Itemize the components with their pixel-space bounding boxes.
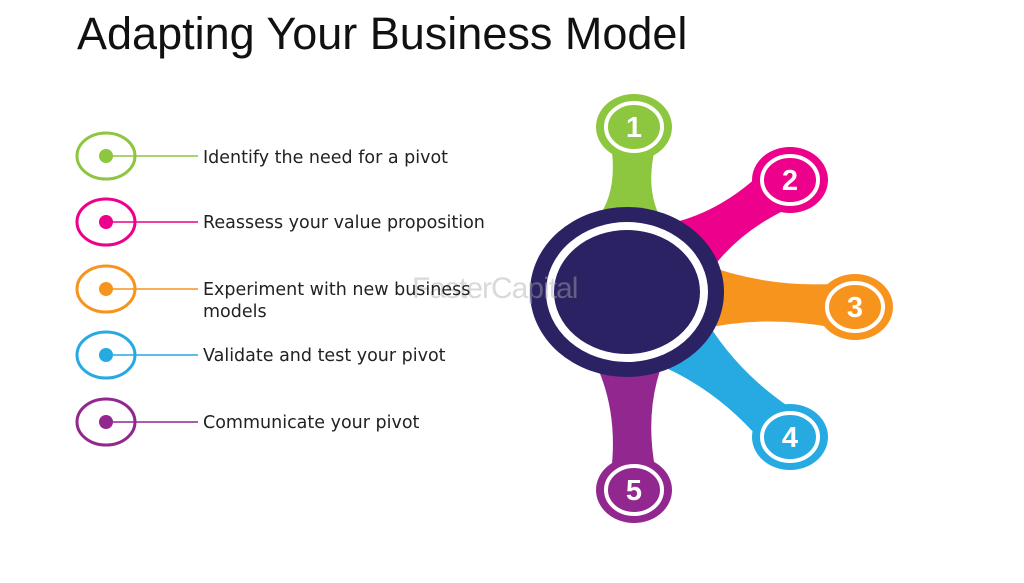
step-number-5: 5	[626, 475, 642, 507]
branch-stem	[595, 146, 664, 224]
step-node-ring	[760, 411, 820, 463]
step-label-4: Validate and test your pivot	[203, 346, 446, 366]
bullet-dot-icon	[99, 282, 113, 296]
hub-ring	[546, 222, 708, 362]
bullet-dot-icon	[99, 348, 113, 362]
slide-title: Adapting Your Business Model	[77, 8, 688, 59]
step-number-1: 1	[626, 112, 642, 144]
step-node-ring	[760, 154, 820, 206]
hub-center	[557, 233, 697, 351]
step-label-2: Reassess your value proposition	[203, 213, 485, 233]
step-label-3: Experiment with new business models	[203, 280, 471, 322]
step-node-ring	[604, 101, 664, 153]
step-node-ring	[604, 464, 664, 516]
step-node-ring	[825, 281, 885, 333]
step-number-3: 3	[847, 292, 863, 324]
branch-stem	[694, 262, 837, 331]
bullet-dot-icon	[99, 149, 113, 163]
step-number-2: 2	[782, 165, 798, 197]
branch-stem	[595, 360, 664, 471]
watermark: FasterCapital	[412, 272, 578, 305]
bullet-dot-icon	[99, 415, 113, 429]
step-label-1: Identify the need for a pivot	[203, 148, 449, 168]
bullet-dot-icon	[99, 215, 113, 229]
step-number-4: 4	[782, 422, 798, 454]
step-label-5: Communicate your pivot	[203, 413, 420, 433]
